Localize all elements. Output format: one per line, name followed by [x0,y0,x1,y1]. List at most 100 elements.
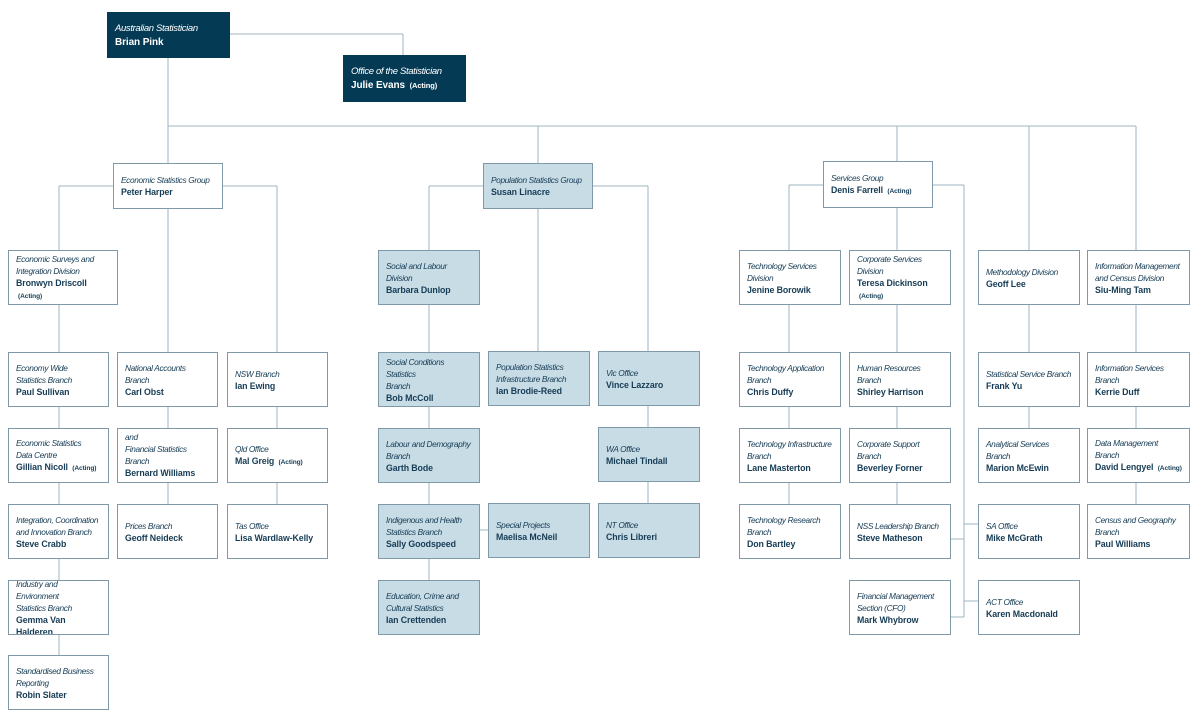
position-title: Education, Crime and Cultural Statistics [386,590,459,613]
person-line: Ian Ewing [235,380,321,392]
org-node-p5: Education, Crime and Cultural Statistics… [378,580,480,635]
position-title: Services Group [831,172,884,183]
person-name: Bronwyn Driscoll [16,277,87,288]
person-line: David Lengyel (Acting) [1095,461,1183,475]
person-name: Michael Tindall [606,455,668,466]
person-line: Geoff Neideck [125,532,211,544]
position-title: Analytical Services Branch [986,438,1049,461]
person-line: Carl Obst [125,386,211,398]
org-node-e5: Industry and Environment Statistics Bran… [8,580,109,635]
person-name: Gillian Nicoll [16,461,68,472]
person-name: Mark Whybrow [857,614,919,625]
position-title: Social and Labour Division [386,260,447,283]
person-name: Chris Duffy [747,386,794,397]
position-title: Industry and Environment Statistics Bran… [16,580,72,613]
person-name: Lane Masterton [747,462,811,473]
person-name: Julie Evans [351,80,405,91]
position-title: Economy Wide Statistics Branch [16,362,72,385]
person-line: Frank Yu [986,380,1073,392]
position-title: Prices Branch [125,520,173,531]
acting-note: (Acting) [18,292,43,300]
position-title: NSW Branch [235,368,280,379]
position-title: Tas Office [235,520,269,531]
person-line: Chris Duffy [747,386,834,398]
person-line: Sally Goodspeed [386,538,473,550]
person-name: Gemma Van Halderen [16,614,66,635]
position-title: SA Office [986,520,1018,531]
position-title: Indigenous and Health Statistics Branch [386,514,462,537]
person-line: Siu-Ming Tam [1095,284,1183,296]
person-line: Michael Tindall [606,455,693,467]
position-title: Methodology Division [986,266,1058,277]
person-line: Vince Lazzaro [606,379,693,391]
position-title: Social Conditions Statistics Branch [386,356,445,391]
position-title: Data Management Branch [1095,437,1159,460]
person-name: Karen Macdonald [986,608,1058,619]
person-name: Robin Slater [16,689,67,700]
person-name: Teresa Dickinson [857,277,928,288]
position-title: Information Management and Census Divisi… [1095,260,1180,283]
position-title: Economic Statistics Data Centre [16,437,82,460]
person-line: Paul Williams [1095,538,1183,550]
person-line: Gemma Van Halderen [16,614,102,635]
position-title: ACT Office [986,596,1024,607]
person-name: Mal Greig [235,455,275,466]
person-line: Mal Greig (Acting) [235,455,321,469]
person-line: Ian Brodie-Reed [496,385,583,397]
person-name: David Lengyel [1095,461,1154,472]
position-title: Labour and Demography Branch [386,438,471,461]
person-line: Lane Masterton [747,462,834,474]
acting-note: (Acting) [72,464,97,472]
acting-note: (Acting) [278,458,303,466]
org-node-e1: Economic Surveys and Integration Divisio… [8,250,118,305]
person-name: Steve Matheson [857,532,923,543]
person-line: Jenine Borowik [747,284,834,296]
person-line: Geoff Lee [986,278,1073,290]
connector-lines [58,33,1137,655]
position-title: National Accounts Branch [125,362,186,385]
position-title: Corporate Support Branch [857,438,920,461]
person-line: Paul Sullivan [16,386,102,398]
person-name: Ian Ewing [235,380,276,391]
person-line: Robin Slater [16,689,102,701]
person-line: Steve Matheson [857,532,944,544]
person-name: Kerrie Duff [1095,386,1140,397]
person-line: Ian Crettenden [386,614,473,626]
org-node-e4: Integration, Coordination and Innovation… [8,504,109,559]
person-line: Lisa Wardlaw-Kelly [235,532,321,544]
person-line: Chris Libreri [606,531,693,543]
person-name: Garth Bode [386,462,433,473]
person-line: Garth Bode [386,462,473,474]
position-title: Statistical Service Branch [986,368,1071,379]
position-title: Corporate Services Division [857,253,922,276]
person-name: Sally Goodspeed [386,538,456,549]
person-line: Bronwyn Driscoll (Acting) [16,277,111,303]
position-title: Technology Research Branch [747,514,821,537]
person-line: Barbara Dunlop [386,284,473,296]
person-name: Denis Farrell [831,184,883,195]
person-name: Paul Sullivan [16,386,70,397]
